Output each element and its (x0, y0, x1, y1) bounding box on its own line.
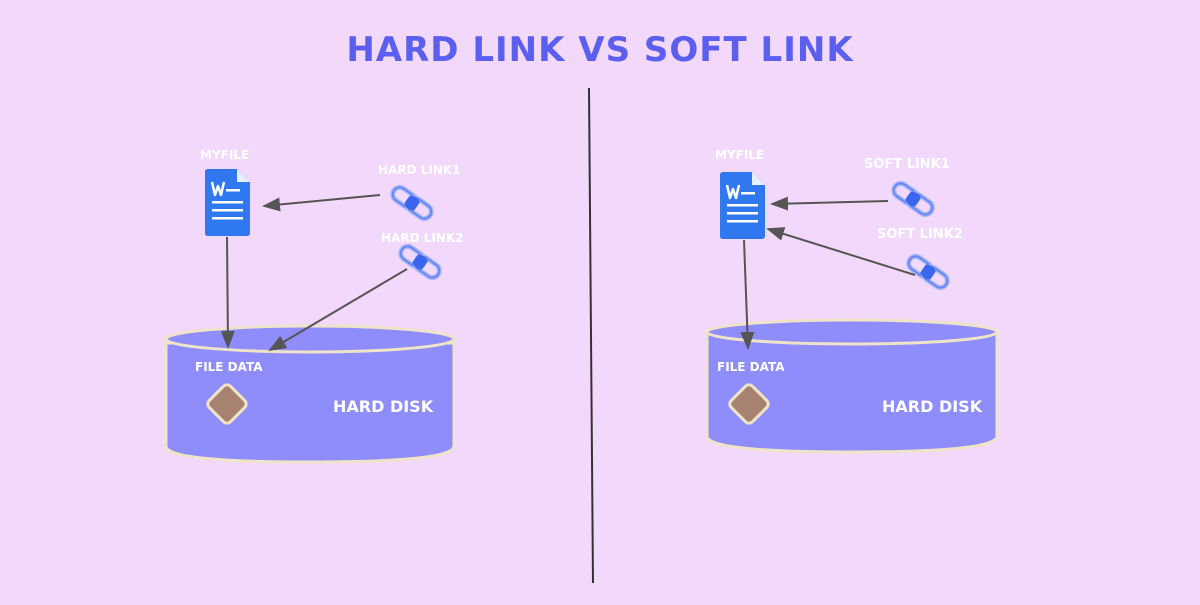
right-hard-disk-label: HARD DISK (882, 397, 983, 416)
file-to-data-arrow-left (220, 236, 235, 349)
soft-link2-label: SOFT LINK2 (877, 227, 963, 242)
right-file-label: MYFILE (715, 148, 765, 162)
soft-link1-to-file-arrow (770, 196, 889, 211)
soft-link1-label: SOFT LINK1 (864, 157, 950, 172)
hard-link1-to-file-arrow (262, 194, 381, 212)
file-to-data-arrow-right (740, 239, 755, 350)
hard-link1-chain-icon (390, 185, 434, 222)
left-file-data-label: FILE DATA (195, 360, 263, 374)
left-file-label: MYFILE (200, 148, 250, 162)
hard-link2-chain-icon (398, 244, 442, 281)
left-hard-disk-label: HARD DISK (333, 397, 434, 416)
diagram-title: HARD LINK VS SOFT LINK (346, 30, 854, 70)
right-hard-disk (705, 318, 999, 454)
left-file-data-block (206, 383, 248, 425)
panel-divider (588, 87, 594, 584)
right-word-document-icon (718, 170, 767, 241)
soft-link1-chain-icon (891, 181, 935, 218)
hard-link2-label: HARD LINK2 (381, 231, 464, 245)
right-file-data-block (728, 383, 770, 425)
hard-link2-to-data-arrow (268, 268, 408, 352)
left-hard-disk (164, 324, 456, 464)
left-word-document-icon (203, 167, 252, 238)
soft-link2-to-file-arrow (766, 227, 916, 276)
hard-link1-label: HARD LINK1 (378, 163, 461, 177)
soft-link2-chain-icon (906, 254, 950, 291)
right-file-data-label: FILE DATA (717, 360, 785, 374)
